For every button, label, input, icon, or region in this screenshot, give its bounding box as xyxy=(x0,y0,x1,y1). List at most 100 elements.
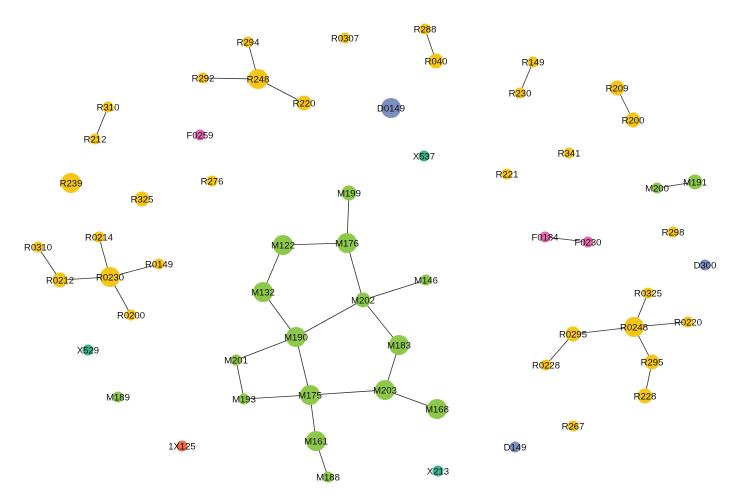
node-R288[interactable]: R288 xyxy=(414,23,437,36)
node-R0220[interactable]: R0220 xyxy=(674,316,702,329)
node-R276[interactable]: R276 xyxy=(201,175,224,188)
node-R239[interactable]: R239 xyxy=(60,173,83,193)
node-circle[interactable] xyxy=(381,98,401,118)
node-circle[interactable] xyxy=(540,359,552,371)
node-circle[interactable] xyxy=(32,241,44,253)
node-R0212[interactable]: R0212 xyxy=(46,272,74,288)
node-M122[interactable]: M122 xyxy=(271,235,295,255)
node-circle[interactable] xyxy=(539,231,551,243)
node-R0310[interactable]: R0310 xyxy=(24,241,52,254)
node-circle[interactable] xyxy=(242,36,254,48)
node-R209[interactable]: R209 xyxy=(606,80,629,96)
node-circle[interactable] xyxy=(253,282,273,302)
node-circle[interactable] xyxy=(286,327,306,347)
node-circle[interactable] xyxy=(565,326,581,342)
node-M199[interactable]: M199 xyxy=(337,185,361,201)
node-circle[interactable] xyxy=(300,385,320,405)
node-circle[interactable] xyxy=(527,56,539,68)
node-circle[interactable] xyxy=(100,267,120,287)
node-circle[interactable] xyxy=(102,101,114,113)
node-circle[interactable] xyxy=(501,168,513,180)
node-circle[interactable] xyxy=(322,471,334,483)
node-circle[interactable] xyxy=(582,236,594,248)
node-circle[interactable] xyxy=(514,87,526,99)
node-circle[interactable] xyxy=(341,185,357,201)
node-circle[interactable] xyxy=(609,80,625,96)
node-circle[interactable] xyxy=(296,95,312,111)
node-circle[interactable] xyxy=(432,465,444,477)
node-R341[interactable]: R341 xyxy=(558,147,581,160)
node-circle[interactable] xyxy=(420,274,432,286)
node-F0184[interactable]: F0184 xyxy=(532,231,559,244)
node-circle[interactable] xyxy=(651,182,663,194)
node-F0259[interactable]: F0259 xyxy=(187,129,214,142)
node-R292[interactable]: R292 xyxy=(192,72,215,85)
node-circle[interactable] xyxy=(428,53,444,69)
node-R0200[interactable]: R0200 xyxy=(117,309,145,322)
node-R212[interactable]: R212 xyxy=(84,133,107,146)
node-R298[interactable]: R298 xyxy=(662,226,685,239)
node-M161[interactable]: M161 xyxy=(304,431,328,451)
node-X529[interactable]: X529 xyxy=(77,344,99,357)
node-circle[interactable] xyxy=(682,316,694,328)
node-circle[interactable] xyxy=(687,174,703,190)
node-circle[interactable] xyxy=(355,292,371,308)
node-R0325[interactable]: R0325 xyxy=(634,287,662,300)
node-circle[interactable] xyxy=(563,147,575,159)
node-M176[interactable]: M176 xyxy=(335,233,359,253)
node-circle[interactable] xyxy=(197,72,209,84)
node-R230[interactable]: R230 xyxy=(509,87,532,100)
node-circle[interactable] xyxy=(194,129,206,141)
node-circle[interactable] xyxy=(89,133,101,145)
node-circle[interactable] xyxy=(52,272,68,288)
node-circle[interactable] xyxy=(306,431,326,451)
node-R220[interactable]: R220 xyxy=(293,95,316,111)
node-M191[interactable]: M191 xyxy=(683,174,707,190)
node-M203[interactable]: M203 xyxy=(373,380,397,400)
node-D149[interactable]: D149 xyxy=(504,441,527,454)
node-circle[interactable] xyxy=(389,335,409,355)
node-R228[interactable]: R228 xyxy=(634,388,657,404)
node-circle[interactable] xyxy=(667,226,679,238)
node-circle[interactable] xyxy=(230,354,242,366)
node-R248[interactable]: R248 xyxy=(247,69,270,89)
node-R0228[interactable]: R0228 xyxy=(532,359,560,372)
node-R0230[interactable]: R0230 xyxy=(96,267,124,287)
node-circle[interactable] xyxy=(206,175,218,187)
node-D0149[interactable]: D0149 xyxy=(377,98,405,118)
node-circle[interactable] xyxy=(61,173,81,193)
node-circle[interactable] xyxy=(375,380,395,400)
node-circle[interactable] xyxy=(134,191,150,207)
node-R294[interactable]: R294 xyxy=(237,36,260,49)
node-M132[interactable]: M132 xyxy=(251,282,275,302)
node-R0307[interactable]: R0307 xyxy=(331,32,359,45)
node-circle[interactable] xyxy=(642,287,654,299)
node-circle[interactable] xyxy=(153,258,165,270)
node-circle[interactable] xyxy=(567,420,579,432)
node-M146[interactable]: M146 xyxy=(414,274,438,287)
node-M175[interactable]: M175 xyxy=(298,385,322,405)
node-R0214[interactable]: R0214 xyxy=(85,231,113,244)
node-R0248[interactable]: R0248 xyxy=(620,317,648,337)
node-R0295[interactable]: R0295 xyxy=(559,326,587,342)
node-circle[interactable] xyxy=(624,317,644,337)
node-circle[interactable] xyxy=(625,112,641,128)
node-X537[interactable]: X537 xyxy=(413,150,435,163)
node-circle[interactable] xyxy=(248,69,268,89)
node-circle[interactable] xyxy=(509,441,521,453)
node-R149[interactable]: R149 xyxy=(522,56,545,69)
node-M183[interactable]: M183 xyxy=(387,335,411,355)
node-circle[interactable] xyxy=(644,354,660,370)
node-R0149[interactable]: R0149 xyxy=(145,258,173,271)
node-M200[interactable]: M200 xyxy=(645,182,669,195)
node-circle[interactable] xyxy=(339,32,351,44)
node-M168[interactable]: M168 xyxy=(425,399,449,419)
node-M188[interactable]: M188 xyxy=(316,471,340,484)
node-circle[interactable] xyxy=(125,309,137,321)
node-circle[interactable] xyxy=(273,235,293,255)
node-X213[interactable]: X213 xyxy=(427,465,449,478)
node-circle[interactable] xyxy=(176,440,188,452)
node-D300[interactable]: D300 xyxy=(694,259,717,272)
node-circle[interactable] xyxy=(238,393,250,405)
node-M201[interactable]: M201 xyxy=(224,354,248,367)
